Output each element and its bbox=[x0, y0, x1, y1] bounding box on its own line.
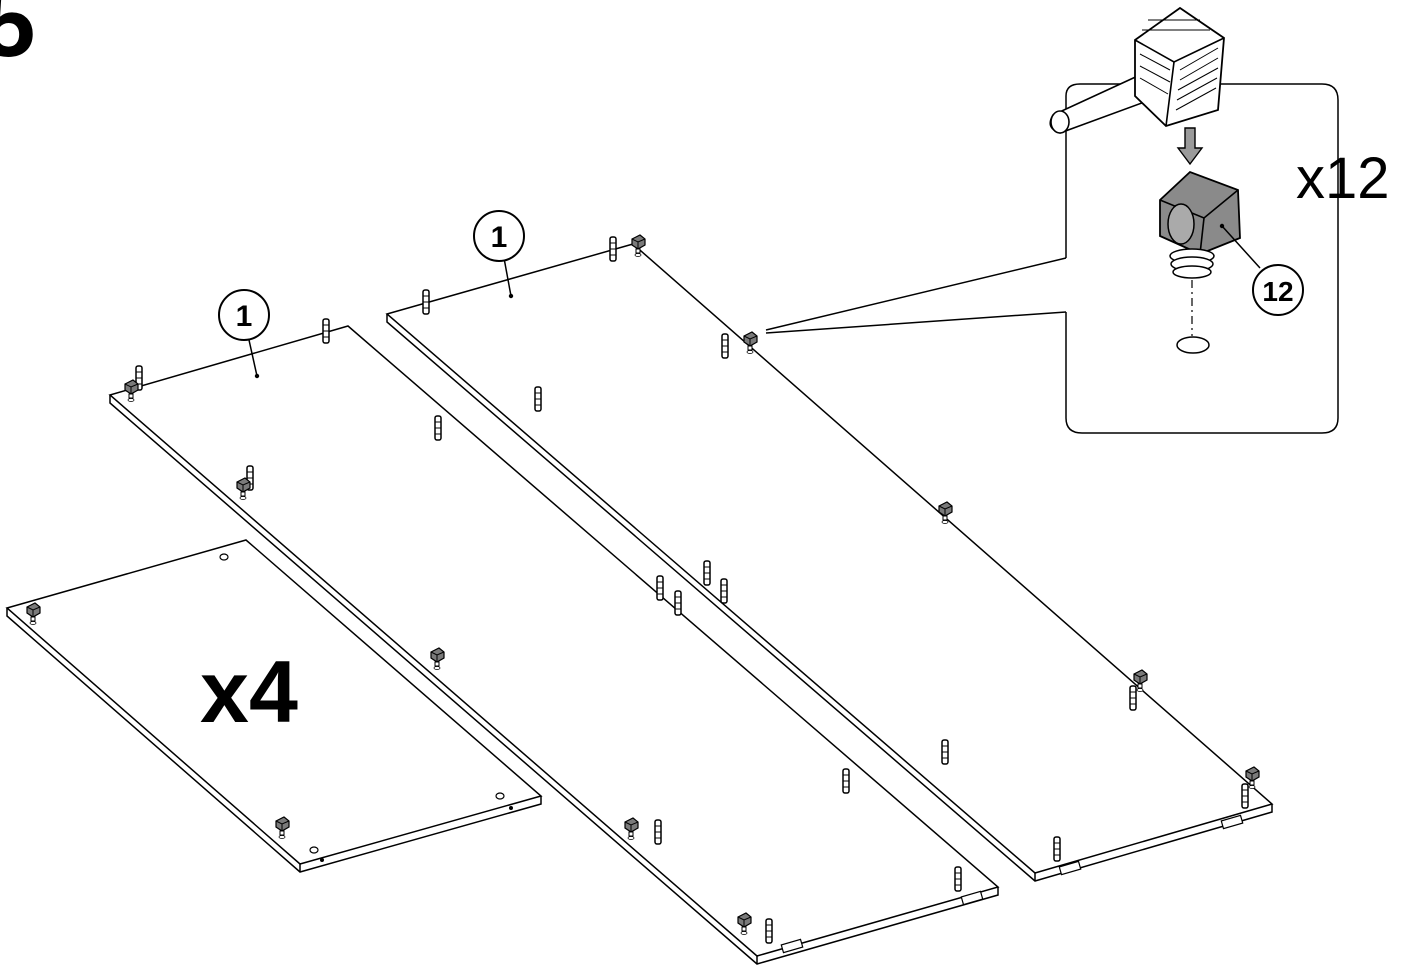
side-panel-right bbox=[385, 234, 1274, 882]
callout-label: 12 bbox=[1262, 276, 1293, 307]
leveler-foot-icon bbox=[1159, 170, 1241, 354]
arrow-down-icon bbox=[1176, 127, 1204, 166]
leveler-quantity: x12 bbox=[1296, 146, 1390, 211]
callout-label: 1 bbox=[491, 221, 508, 254]
shelf-panel bbox=[5, 539, 543, 873]
hand-icon bbox=[1049, 6, 1225, 134]
panel-quantity: x4 bbox=[200, 642, 298, 741]
callout-label: 1 bbox=[236, 300, 253, 333]
detail-inset: 12 bbox=[765, 6, 1339, 434]
part-callout-right: 1 bbox=[473, 210, 525, 262]
part-callout-12: 12 bbox=[1252, 264, 1304, 316]
part-callout-left: 1 bbox=[218, 289, 270, 341]
step-number: 5 bbox=[0, 0, 36, 77]
side-panel-left bbox=[108, 318, 1000, 965]
